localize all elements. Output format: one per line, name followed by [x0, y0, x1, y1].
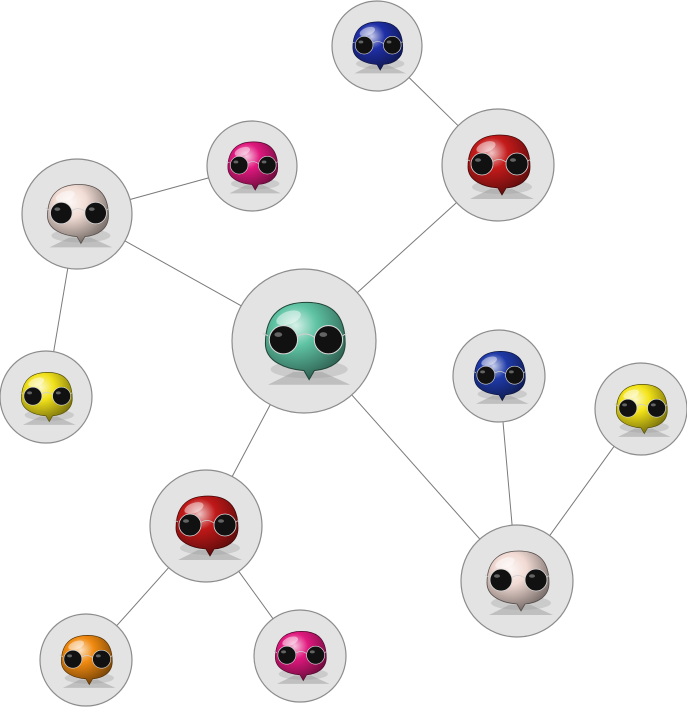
character-head: [61, 635, 113, 686]
character-avatar: [19, 372, 76, 425]
edge-red-lower-to-pink-bottom: [238, 571, 274, 619]
character-avatar: [273, 631, 330, 684]
edge-red-lower-to-orange-bottom: [116, 567, 169, 627]
edge-top-right-red-to-center: [356, 202, 457, 293]
character-avatar: [59, 635, 116, 688]
character-head: [264, 301, 346, 381]
node-pale-left[interactable]: [21, 158, 133, 270]
node-center[interactable]: [231, 268, 377, 414]
sunglasses-icon: [472, 365, 527, 385]
node-yellow-right[interactable]: [594, 362, 687, 456]
edge-center-to-pale-lower-right: [351, 394, 481, 540]
sunglasses-icon: [351, 36, 404, 55]
character-head: [467, 134, 531, 196]
character-avatar: [465, 134, 534, 199]
edge-pink-upper-to-pale-left: [129, 177, 209, 200]
character-avatar: [472, 351, 529, 404]
character-head: [227, 141, 279, 191]
sunglasses-icon: [273, 645, 328, 665]
character-head: [275, 631, 327, 682]
sunglasses-icon: [262, 325, 347, 355]
sunglasses-icon: [173, 513, 240, 537]
edge-center-to-red-lower: [231, 404, 271, 477]
node-blue-right[interactable]: [452, 329, 546, 423]
sunglasses-icon: [484, 568, 551, 592]
node-yellow-left[interactable]: [0, 350, 93, 444]
edge-blue-right-to-pale-lower-right: [502, 421, 513, 526]
edge-top-blue-to-top-right-red: [408, 77, 459, 127]
node-red-lower[interactable]: [149, 469, 263, 583]
node-orange-bottom[interactable]: [39, 613, 133, 707]
edge-yellow-right-to-pale-lower-right: [549, 446, 615, 536]
sunglasses-icon: [226, 156, 279, 175]
character-avatar: [173, 495, 242, 560]
character-avatar: [45, 184, 113, 248]
character-head: [616, 384, 668, 435]
character-avatar: [484, 550, 553, 615]
character-head: [175, 495, 239, 557]
edge-pale-left-to-yellow-left: [53, 268, 69, 352]
character-head: [352, 21, 404, 71]
node-pink-bottom[interactable]: [253, 609, 347, 703]
node-pale-lower-right[interactable]: [460, 524, 574, 638]
sunglasses-icon: [465, 152, 532, 176]
character-head: [474, 351, 526, 402]
edges-layer: [53, 77, 615, 627]
character-head: [47, 184, 109, 245]
sunglasses-icon: [45, 201, 110, 225]
sunglasses-icon: [19, 386, 74, 406]
sunglasses-icon: [59, 649, 114, 669]
character-avatar: [351, 21, 406, 74]
character-avatar: [262, 301, 351, 385]
character-avatar: [614, 384, 671, 437]
sunglasses-icon: [614, 398, 669, 418]
node-top-blue[interactable]: [331, 0, 423, 92]
node-top-right-red[interactable]: [441, 108, 555, 222]
character-head: [21, 372, 73, 423]
edge-pale-left-to-center: [124, 240, 242, 307]
node-pink-upper[interactable]: [206, 120, 298, 212]
character-avatar: [226, 141, 281, 194]
character-head: [486, 550, 550, 612]
